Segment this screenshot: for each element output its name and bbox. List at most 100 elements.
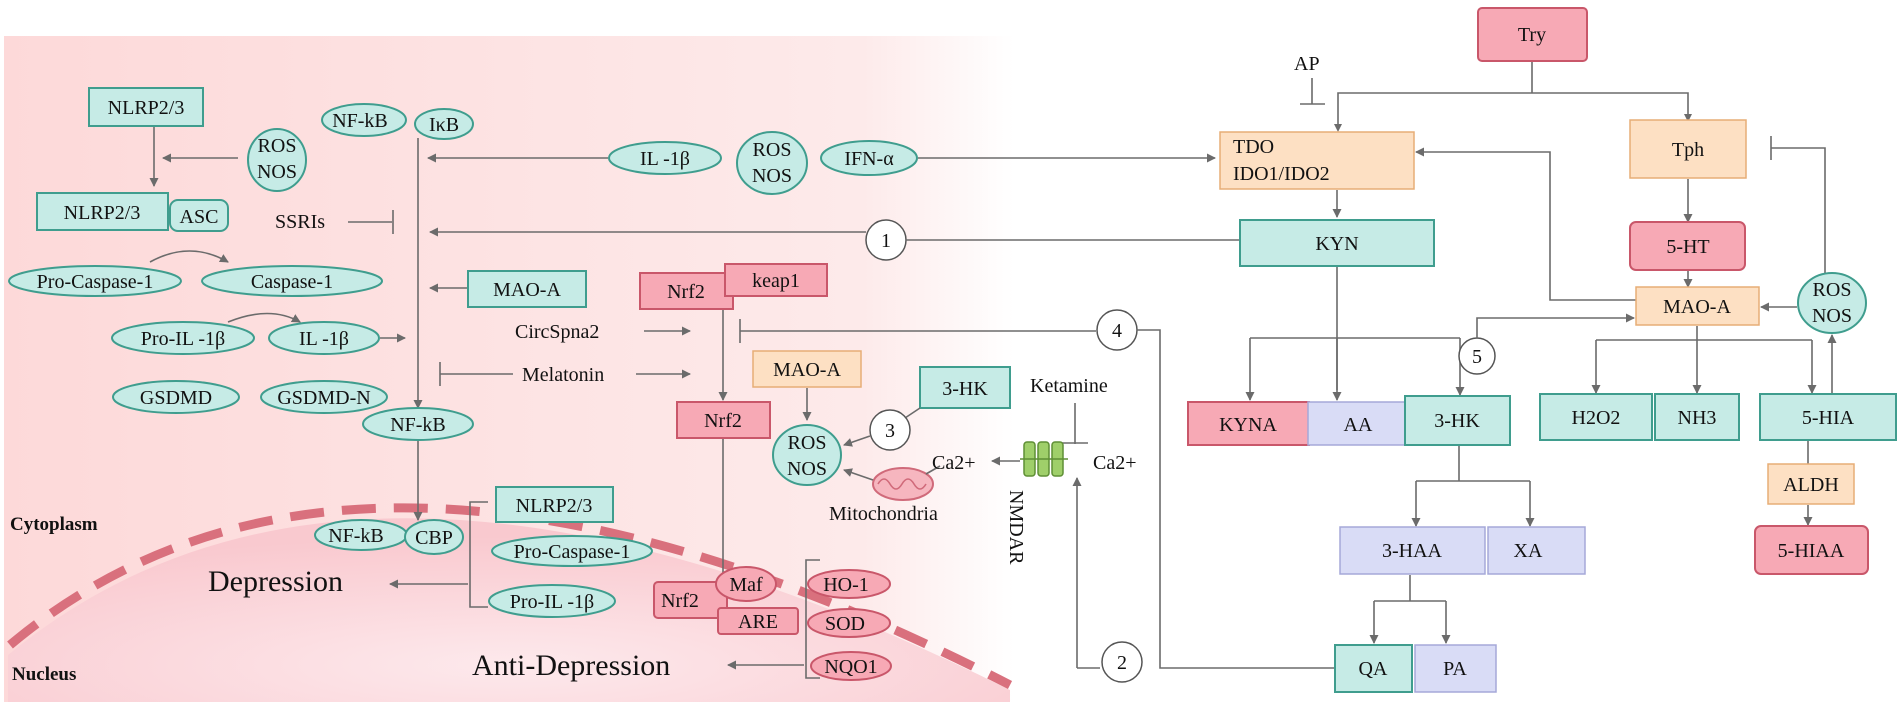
- ap-inhibit: [1300, 78, 1325, 105]
- nos-2-label: NOS: [752, 165, 792, 187]
- nuc-nlrp-label: NLRP2/3: [516, 495, 593, 517]
- nh3-label: NH3: [1678, 407, 1717, 429]
- nuc-pro-caspase-oval: [491, 535, 653, 567]
- arrow-step3-to-ros: [843, 435, 871, 447]
- ca-out-label: Ca2+: [1093, 452, 1137, 474]
- nlrp-asc-label: NLRP2/3: [64, 202, 141, 224]
- nqo1-label: NQO1: [824, 656, 877, 678]
- arrowhead-try-tdo: [1334, 124, 1342, 132]
- cbp-oval: [404, 519, 464, 555]
- arrow-maoa-to-tdo: [1415, 147, 1636, 301]
- tph-label: Tph: [1672, 139, 1704, 161]
- tdo-ido-box: [1219, 131, 1415, 190]
- line-ca-to-mito: [925, 465, 941, 475]
- nh3-box: [1654, 393, 1740, 441]
- ros-1-label: ROS: [258, 135, 297, 157]
- nrf2-mid-box: [676, 401, 771, 439]
- mao-a-box: [1635, 286, 1760, 326]
- step-1-label: 1: [881, 230, 891, 252]
- nfkb-nuc-label: NF-kB: [328, 525, 384, 547]
- qa-box: [1334, 644, 1413, 693]
- nrf2-nuc-box: [653, 581, 728, 619]
- ros-2-label: ROS: [753, 139, 792, 161]
- aa-box: [1307, 401, 1409, 446]
- arrowhead-try-tph: [1684, 114, 1692, 122]
- gsdmd-n-oval: [260, 380, 388, 414]
- ros-nos-oval-2: [736, 131, 808, 195]
- pa-box: [1414, 644, 1497, 693]
- nuc-pro-caspase-label: Pro-Caspase-1: [514, 541, 631, 563]
- bracket-nuc-genes: [469, 501, 488, 608]
- pro-caspase-oval: [8, 265, 182, 297]
- keap1-label: keap1: [752, 270, 800, 292]
- aa-label: AA: [1344, 414, 1373, 436]
- 5ht-label: 5-HT: [1666, 236, 1709, 258]
- tph-box: [1629, 119, 1747, 179]
- ros-nos-oval-1: [247, 128, 307, 192]
- nlrp-top-label: NLRP2/3: [108, 97, 185, 119]
- depression-label: Depression: [208, 565, 343, 598]
- mitochondria-icon: [872, 467, 934, 501]
- ho1-oval: [807, 569, 891, 599]
- hk3-teal-label: 3-HK: [942, 378, 988, 400]
- ros-right-label: ROS: [1813, 279, 1852, 301]
- nmdar-label: NMDAR: [1005, 490, 1027, 565]
- anti-depression-label: Anti-Depression: [472, 649, 670, 682]
- 3haa-box: [1339, 526, 1486, 575]
- nlrp-box-top: [88, 87, 204, 127]
- mao-a-teal-box: [467, 270, 587, 308]
- asc-box: [169, 199, 229, 232]
- cytoplasm-label: Cytoplasm: [10, 514, 98, 535]
- gsdmd-oval: [112, 380, 240, 414]
- nrf2-mid-label: Nrf2: [704, 410, 742, 432]
- xa-label: XA: [1514, 540, 1543, 562]
- step-2-label: 2: [1117, 652, 1127, 674]
- bracket-nrf2-genes: [805, 559, 820, 679]
- nuc-pro-il1b-oval: [488, 584, 616, 618]
- ros-inhibit-tph: [1770, 136, 1826, 274]
- 5ht-box: [1629, 221, 1746, 271]
- nqo1-oval: [810, 651, 892, 681]
- gsdmd-label: GSDMD: [140, 387, 212, 409]
- 3haa-label: 3-HAA: [1382, 540, 1443, 562]
- ros-nos-oval-right: [1797, 272, 1867, 334]
- ap-label: AP: [1294, 53, 1320, 75]
- 3hk-box: [1404, 395, 1511, 446]
- gsdmd-n-label: GSDMD-N: [277, 387, 370, 409]
- kyn-label: KYN: [1315, 233, 1358, 255]
- nuc-nlrp-box: [495, 486, 614, 523]
- arrow-mito-to-ros: [843, 468, 874, 481]
- keap1-box: [724, 263, 828, 297]
- il1b-small-label: IL -1β: [299, 328, 349, 350]
- 3hk-label: 3-HK: [1434, 410, 1480, 432]
- 5hiaa-label: 5-HIAA: [1778, 540, 1845, 562]
- nmdar-channel-icon: [1020, 441, 1068, 477]
- asc-label: ASC: [180, 206, 219, 228]
- kyna-label: KYNA: [1219, 414, 1277, 436]
- try-box: [1477, 7, 1588, 62]
- line-hk3-to-step3: [904, 407, 921, 419]
- mao-a-orange-box: [752, 350, 862, 388]
- mao-a-orange-label: MAO-A: [773, 359, 841, 381]
- sod-label: SOD: [825, 613, 865, 635]
- nfkb-mid-oval: [362, 407, 474, 441]
- branch-try: [1337, 62, 1689, 130]
- h2o2-label: H2O2: [1572, 407, 1621, 429]
- caspase-oval: [201, 265, 383, 297]
- pro-caspase-label: Pro-Caspase-1: [37, 271, 154, 293]
- 5hia-label: 5-HIA: [1802, 407, 1855, 429]
- pro-il1b-oval: [111, 321, 255, 355]
- cbp-label: CBP: [415, 527, 453, 549]
- step-3-marker: [869, 409, 911, 451]
- nuc-pro-il1b-label: Pro-IL -1β: [510, 591, 594, 613]
- line-qa-to-step4: [1137, 329, 1335, 669]
- il1b-small-oval: [268, 321, 380, 355]
- branch-kyn: [1250, 267, 1460, 390]
- kyna-box: [1187, 401, 1310, 446]
- arrow-procasp-to-casp: [149, 250, 229, 263]
- branch-3hk: [1416, 446, 1530, 482]
- tdo-label: TDO: [1233, 136, 1274, 158]
- h2o2-box: [1539, 393, 1653, 441]
- ssris-label: SSRIs: [275, 211, 325, 233]
